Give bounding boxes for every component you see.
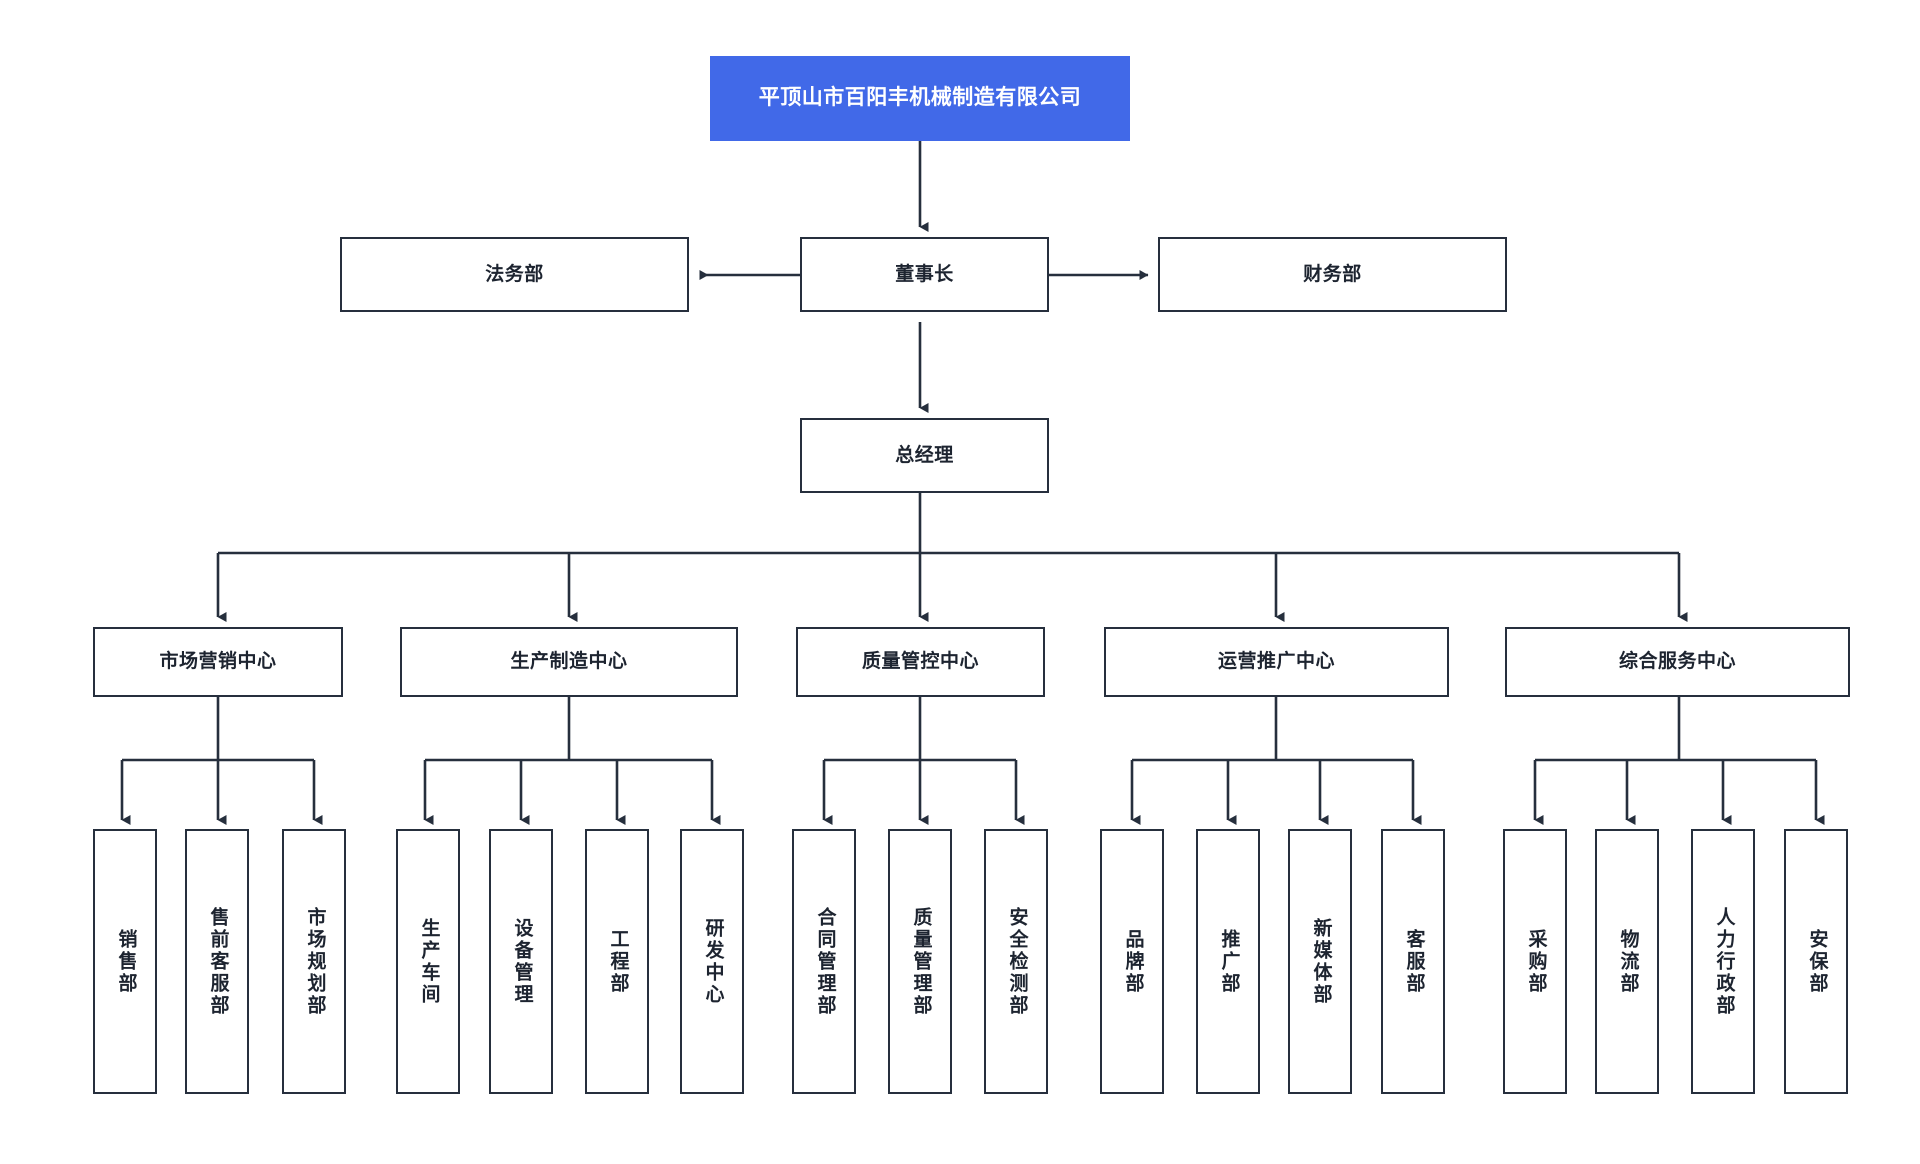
node-label-center-2: 质量管控中心	[861, 651, 979, 673]
node-center-marketing[interactable]: 市场营销中心	[93, 627, 343, 697]
node-label-finance: 财务部	[1303, 263, 1362, 285]
node-label-dept-4-3: 安保部	[1806, 928, 1828, 995]
node-dept-quality-management[interactable]: 质量管理部	[888, 829, 952, 1094]
node-label-dept-3-1: 推广部	[1218, 928, 1240, 995]
node-dept-contract-management[interactable]: 合同管理部	[792, 829, 856, 1094]
node-label-dept-4-2: 人力行政部	[1713, 906, 1735, 1017]
node-dept-presales-service[interactable]: 售前客服部	[185, 829, 249, 1094]
node-label-center-0: 市场营销中心	[159, 651, 277, 673]
node-general-manager[interactable]: 总经理	[800, 418, 1049, 493]
node-label-dept-1-0: 生产车间	[418, 917, 440, 1006]
node-label-center-3: 运营推广中心	[1217, 651, 1335, 673]
node-dept-production-workshop[interactable]: 生产车间	[396, 829, 460, 1094]
node-dept-new-media[interactable]: 新媒体部	[1288, 829, 1352, 1094]
node-center-manufacturing[interactable]: 生产制造中心	[400, 627, 738, 697]
node-dept-brand[interactable]: 品牌部	[1100, 829, 1164, 1094]
node-dept-hr-admin[interactable]: 人力行政部	[1691, 829, 1755, 1094]
node-company-root[interactable]: 平顶山市百阳丰机械制造有限公司	[710, 56, 1130, 141]
node-legal-department[interactable]: 法务部	[340, 237, 689, 312]
node-dept-engineering[interactable]: 工程部	[585, 829, 649, 1094]
node-finance-department[interactable]: 财务部	[1158, 237, 1507, 312]
node-label-dept-2-0: 合同管理部	[814, 906, 836, 1017]
node-label-company: 平顶山市百阳丰机械制造有限公司	[758, 86, 1082, 110]
node-dept-market-planning[interactable]: 市场规划部	[282, 829, 346, 1094]
node-dept-equipment-management[interactable]: 设备管理	[489, 829, 553, 1094]
node-dept-logistics[interactable]: 物流部	[1595, 829, 1659, 1094]
node-dept-procurement[interactable]: 采购部	[1503, 829, 1567, 1094]
node-center-operations[interactable]: 运营推广中心	[1104, 627, 1449, 697]
node-label-dept-2-2: 安全检测部	[1006, 906, 1028, 1017]
node-label-dept-1-3: 研发中心	[702, 917, 724, 1006]
node-label-dept-0-2: 市场规划部	[304, 906, 326, 1017]
node-label-chairman: 董事长	[895, 263, 954, 285]
node-dept-sales[interactable]: 销售部	[93, 829, 157, 1094]
node-label-general-manager: 总经理	[895, 444, 954, 466]
node-dept-promotion[interactable]: 推广部	[1196, 829, 1260, 1094]
node-label-dept-0-0: 销售部	[115, 928, 137, 995]
node-dept-safety-inspection[interactable]: 安全检测部	[984, 829, 1048, 1094]
node-label-dept-1-2: 工程部	[607, 928, 629, 995]
node-label-dept-4-0: 采购部	[1525, 928, 1547, 995]
connectors	[120, 141, 1825, 825]
node-chairman[interactable]: 董事长	[800, 237, 1049, 312]
node-label-dept-2-1: 质量管理部	[910, 906, 932, 1017]
node-dept-customer-service[interactable]: 客服部	[1381, 829, 1445, 1094]
node-label-center-1: 生产制造中心	[510, 651, 628, 673]
node-dept-security[interactable]: 安保部	[1784, 829, 1848, 1094]
node-label-dept-3-0: 品牌部	[1122, 928, 1144, 995]
node-center-quality[interactable]: 质量管控中心	[796, 627, 1045, 697]
node-label-dept-3-2: 新媒体部	[1310, 917, 1332, 1006]
node-label-legal: 法务部	[485, 263, 544, 285]
node-label-center-4: 综合服务中心	[1618, 651, 1736, 673]
node-label-dept-1-1: 设备管理	[511, 917, 533, 1006]
node-label-dept-4-1: 物流部	[1617, 928, 1639, 995]
node-label-dept-0-1: 售前客服部	[207, 906, 229, 1017]
node-label-dept-3-3: 客服部	[1403, 928, 1425, 995]
node-dept-rd-center[interactable]: 研发中心	[680, 829, 744, 1094]
node-center-general-services[interactable]: 综合服务中心	[1505, 627, 1850, 697]
